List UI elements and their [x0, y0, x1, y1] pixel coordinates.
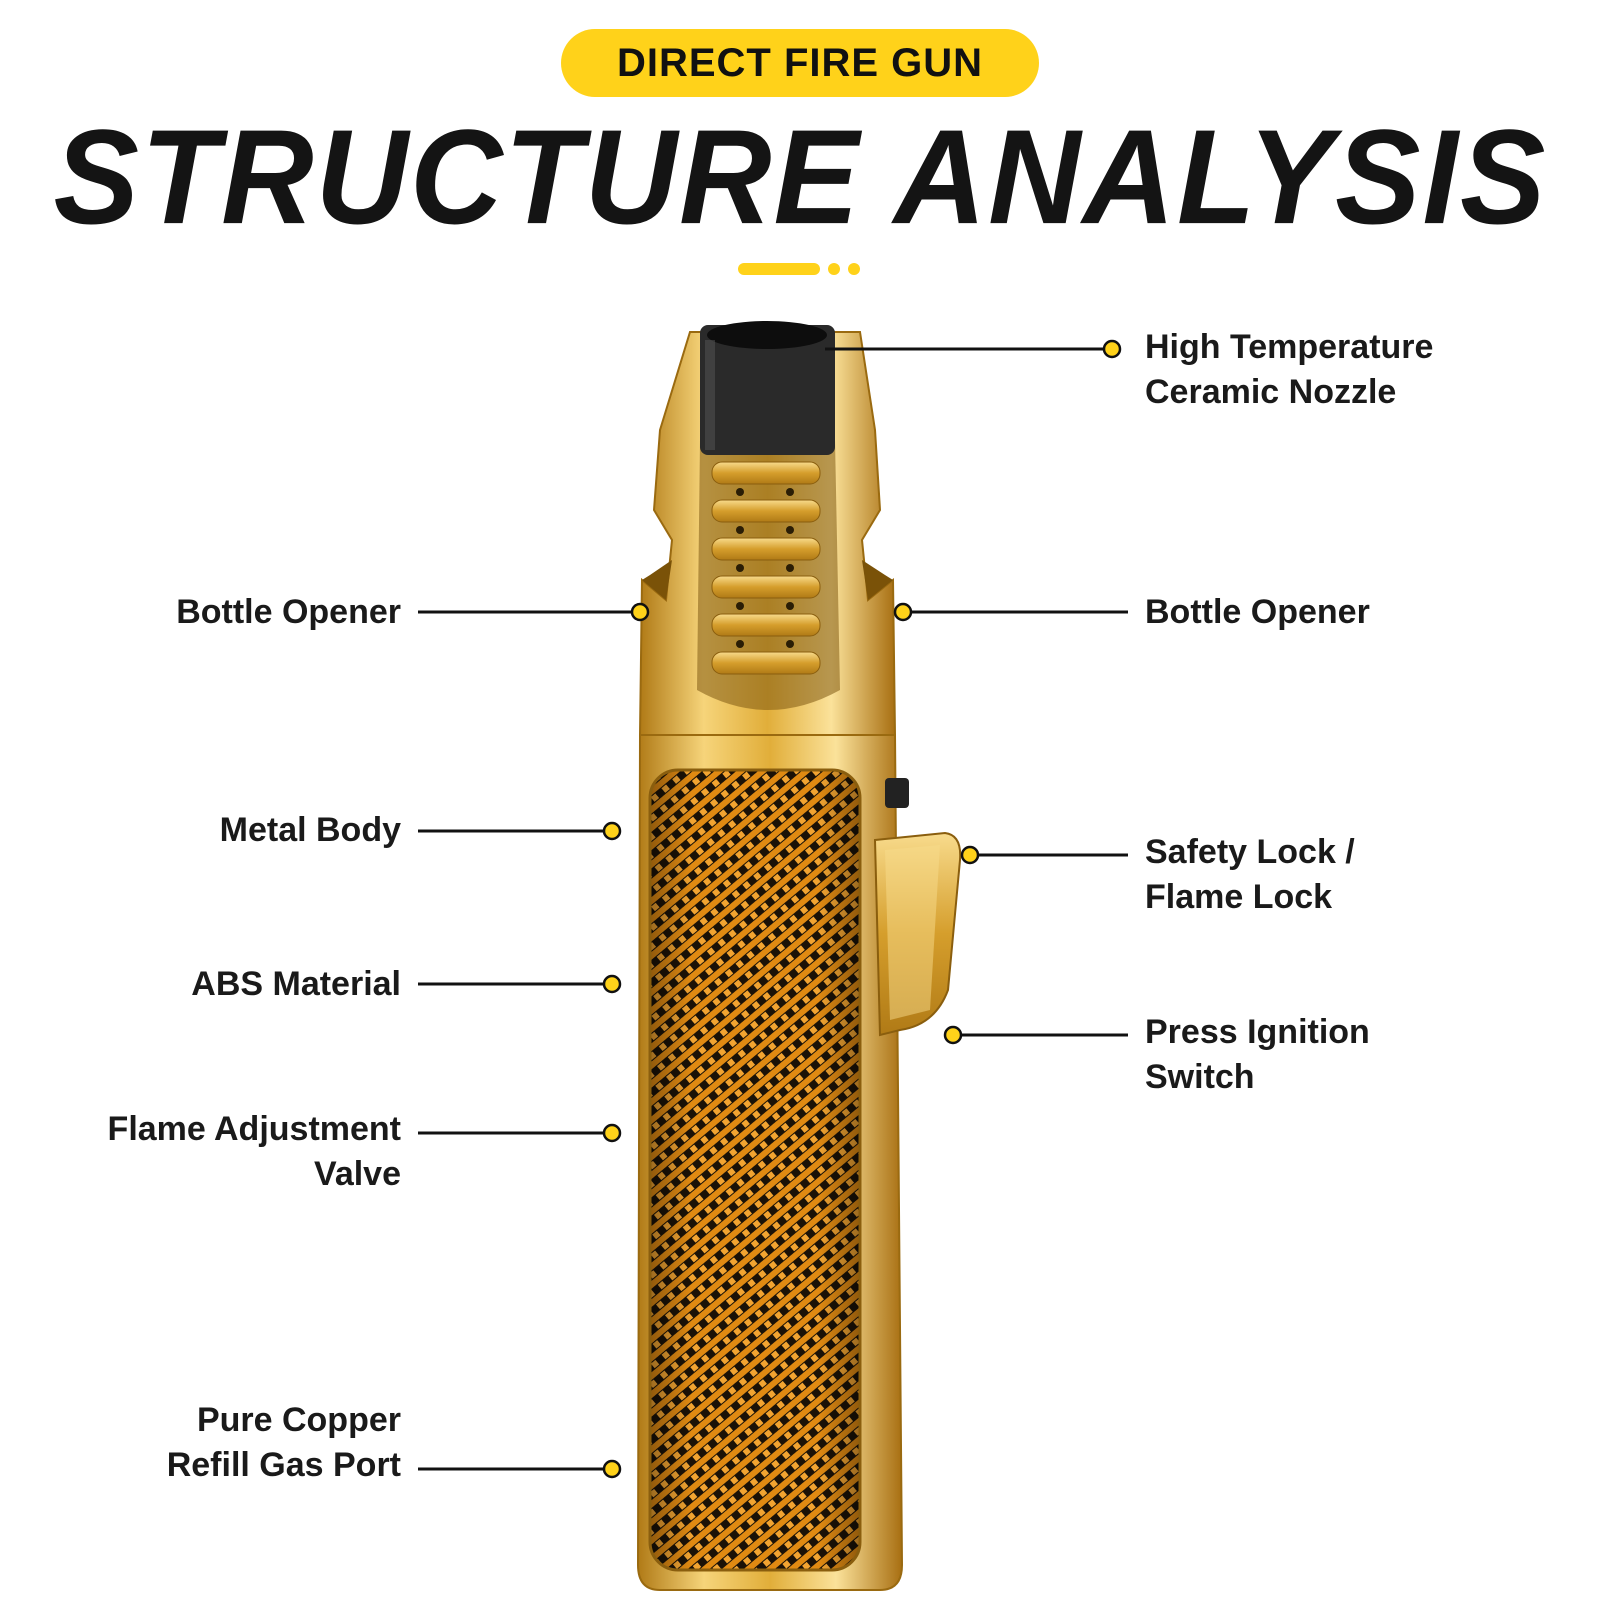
- callout-text: Pure Copper: [196, 1401, 401, 1439]
- bottle-opener-notch-right: [862, 560, 893, 600]
- title-dot: [828, 263, 840, 275]
- ceramic-nozzle: [700, 321, 835, 455]
- callout-text: Bottle Opener: [1145, 593, 1370, 631]
- callout-ignition-switch: Press Ignition Switch: [1145, 1010, 1370, 1100]
- heat-coil: [711, 461, 821, 675]
- callout-flame-valve: Flame Adjustment Valve: [108, 1107, 401, 1197]
- callout-text: Ceramic Nozzle: [1145, 373, 1397, 411]
- title-underline: [738, 263, 820, 275]
- callout-text: Flame Lock: [1145, 878, 1333, 916]
- callout-abs-material: ABS Material: [191, 962, 401, 1007]
- callout-text: Press Ignition: [1145, 1013, 1370, 1051]
- callout-text: ABS Material: [191, 965, 401, 1003]
- callout-text: Valve: [314, 1155, 401, 1193]
- callout-text: Refill Gas Port: [166, 1446, 401, 1484]
- abs-carbon-panel: [648, 768, 862, 1572]
- callout-metal-body: Metal Body: [220, 808, 401, 853]
- callout-gas-port: Pure Copper Refill Gas Port: [167, 1398, 401, 1488]
- callout-text: Bottle Opener: [176, 593, 401, 631]
- callout-safety-lock: Safety Lock / Flame Lock: [1145, 830, 1355, 920]
- callout-bottle-opener-left: Bottle Opener: [176, 590, 401, 635]
- ignition-trigger: [873, 831, 962, 1037]
- callout-text: Safety Lock /: [1145, 833, 1355, 871]
- callout-text: Switch: [1145, 1058, 1255, 1096]
- callout-text: Metal Body: [219, 811, 401, 849]
- product-badge: DIRECT FIRE GUN: [561, 29, 1039, 97]
- callout-text: High Temperature: [1145, 328, 1434, 366]
- safety-lock: [885, 778, 909, 808]
- callout-text: Flame Adjustment: [107, 1110, 401, 1148]
- bottle-opener-notch-left: [642, 560, 672, 600]
- callout-lines: [418, 339, 1128, 1479]
- page-title: STRUCTURE ANALYSIS: [53, 102, 1548, 253]
- title-dot: [848, 263, 860, 275]
- callout-bottle-opener-right: Bottle Opener: [1145, 590, 1370, 635]
- callout-nozzle: High Temperature Ceramic Nozzle: [1145, 325, 1433, 415]
